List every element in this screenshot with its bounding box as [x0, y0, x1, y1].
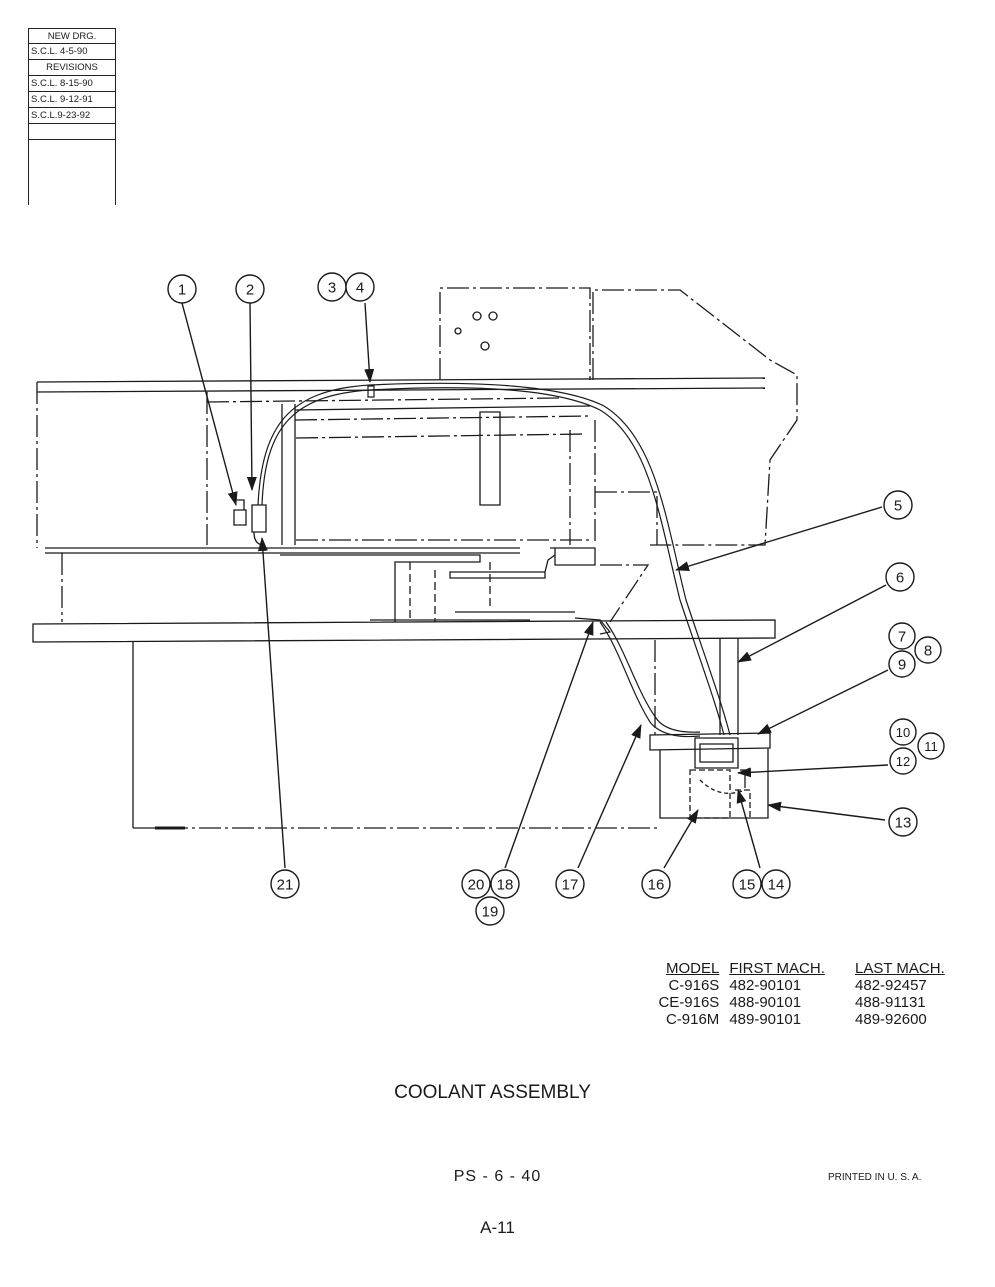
control-box — [439, 287, 591, 380]
callout-18: 18 — [490, 869, 520, 899]
first-mach-cell: 482-90101 — [729, 977, 802, 994]
callout-1-number: 1 — [178, 282, 186, 299]
model-serial-table: MODEL FIRST MACH. LAST MACH. C-916S 482-… — [648, 960, 958, 1028]
callout-7-number: 7 — [898, 629, 906, 646]
header-last-mach: LAST MACH. — [855, 960, 945, 977]
revision-entry: S.C.L. 9-12-91 — [29, 92, 115, 108]
callout-20: 20 — [461, 869, 491, 899]
blade-guard — [592, 289, 798, 546]
revision-entry: S.C.L.9-23-92 — [29, 108, 115, 124]
coolant-tank — [649, 732, 771, 819]
callout-2-number: 2 — [246, 282, 254, 299]
callout-6-number: 6 — [896, 570, 904, 587]
callout-17-number: 17 — [562, 877, 579, 894]
table-header-row: MODEL FIRST MACH. LAST MACH. — [648, 960, 958, 977]
valve-assembly — [233, 499, 267, 546]
callout-6: 6 — [885, 562, 915, 592]
callout-14: 14 — [761, 869, 791, 899]
model-cell: C-916M — [665, 1011, 720, 1028]
callout-12: 12 — [889, 747, 917, 775]
callout-1: 1 — [167, 274, 197, 304]
callout-14-number: 14 — [768, 877, 785, 894]
saw-head-frame — [36, 377, 766, 566]
callout-3-number: 3 — [328, 280, 336, 297]
callout-13-number: 13 — [895, 815, 912, 832]
last-mach-cell: 482-92457 — [855, 977, 927, 994]
printed-note: PRINTED IN U. S. A. — [828, 1172, 922, 1183]
model-cell: CE-916S — [658, 994, 720, 1011]
first-mach-cell: 488-90101 — [729, 994, 802, 1011]
last-mach-cell: 489-92600 — [855, 1011, 927, 1028]
callout-16-number: 16 — [648, 877, 665, 894]
callout-13: 13 — [888, 807, 918, 837]
drawing-title: COOLANT ASSEMBLY — [394, 1082, 591, 1103]
callout-10: 10 — [889, 718, 917, 746]
callout-18-number: 18 — [497, 877, 514, 894]
callout-20-number: 20 — [468, 877, 485, 894]
last-mach-cell: 488-91131 — [855, 994, 926, 1011]
header-model: MODEL — [665, 960, 720, 977]
revisions-label: REVISIONS — [29, 60, 115, 76]
callout-5: 5 — [883, 490, 913, 520]
table-row: C-916S 482-90101 482-92457 — [648, 977, 958, 994]
callout-9: 9 — [888, 650, 916, 678]
callout-2: 2 — [235, 274, 265, 304]
callout-5-number: 5 — [894, 498, 902, 515]
revision-entry-blank — [29, 124, 115, 140]
callout-7: 7 — [888, 622, 916, 650]
callout-11-number: 11 — [924, 739, 938, 754]
new-drawing-date: S.C.L. 4-5-90 — [29, 44, 115, 60]
revision-block: NEW DRG. S.C.L. 4-5-90 REVISIONS S.C.L. … — [28, 28, 116, 205]
table-row: C-916M 489-90101 489-92600 — [648, 1011, 958, 1028]
callout-17: 17 — [555, 869, 585, 899]
drawing-number: PS - 6 - 40 — [453, 1168, 542, 1185]
machine-outline — [32, 287, 798, 830]
header-first-mach: FIRST MACH. — [729, 960, 825, 977]
coolant-hoses — [257, 382, 731, 738]
callout-3: 3 — [317, 272, 347, 302]
callout-9-number: 9 — [898, 657, 906, 674]
callout-4-number: 4 — [356, 280, 364, 297]
first-mach-cell: 489-90101 — [729, 1011, 802, 1028]
table-row: CE-916S 488-90101 488-91131 — [648, 994, 958, 1011]
page-reference: A-11 — [480, 1218, 515, 1237]
callout-balloons: 1 2 3 4 5 6 7 8 9 10 11 12 13 14 15 16 1… — [167, 272, 945, 926]
model-cell: C-916S — [668, 977, 720, 994]
vise-carriage — [61, 553, 650, 623]
callout-15-number: 15 — [739, 877, 756, 894]
callout-19: 19 — [475, 896, 505, 926]
callout-16: 16 — [641, 869, 671, 899]
callout-8-number: 8 — [924, 643, 932, 660]
callout-19-number: 19 — [482, 904, 499, 921]
revision-entry: S.C.L. 8-15-90 — [29, 76, 115, 92]
leader-arrows — [181, 302, 889, 869]
new-drawing-label: NEW DRG. — [29, 28, 115, 44]
callout-10-number: 10 — [896, 725, 910, 740]
callout-4: 4 — [345, 272, 375, 302]
callout-8: 8 — [914, 636, 942, 664]
callout-21-number: 21 — [277, 877, 294, 894]
machine-bed — [32, 619, 776, 830]
callout-21: 21 — [270, 869, 300, 899]
callout-12-number: 12 — [896, 754, 910, 769]
callout-15: 15 — [732, 869, 762, 899]
callout-11: 11 — [917, 732, 945, 760]
